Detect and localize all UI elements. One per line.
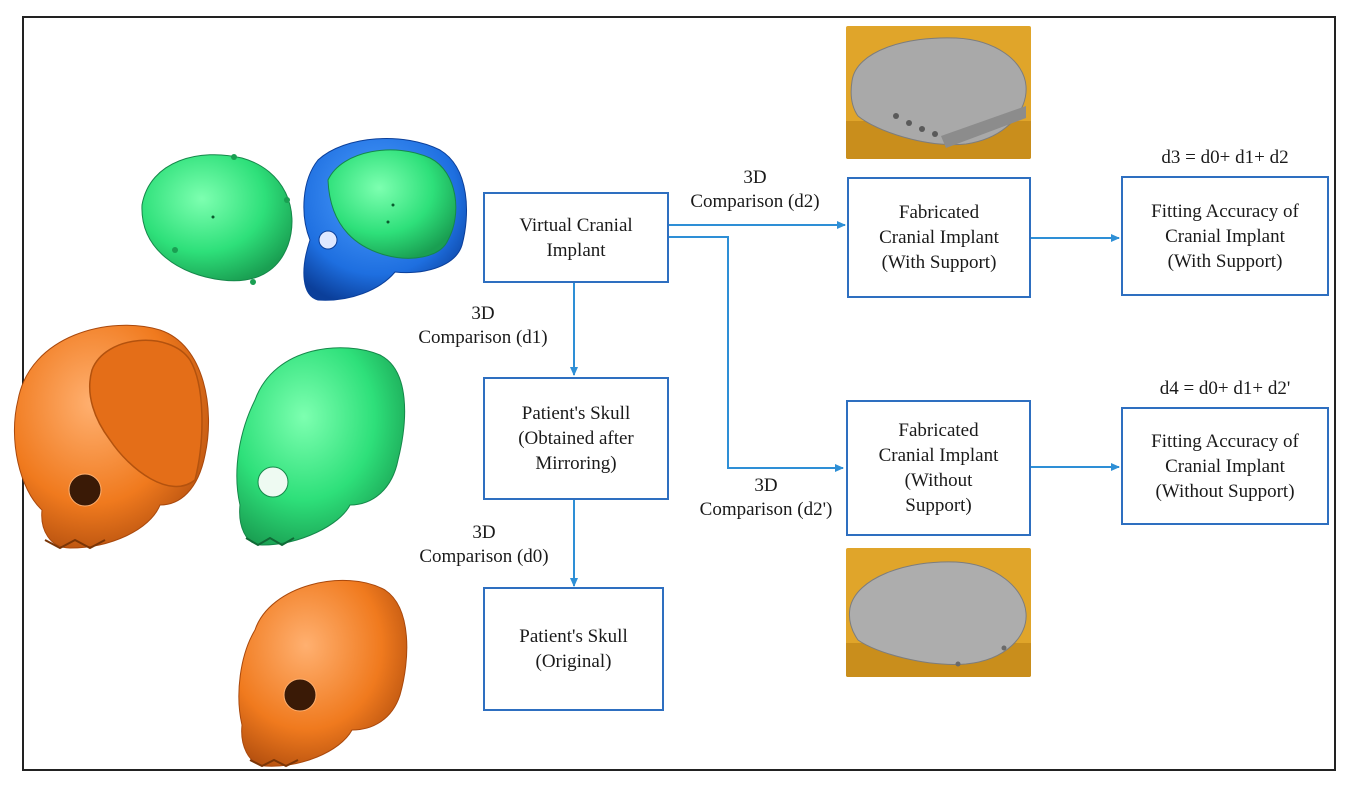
edge-label-d1: 3D Comparison (d1) bbox=[418, 303, 548, 348]
node-label: Fabricated Cranial Implant (With Support… bbox=[879, 202, 999, 273]
node-label: Virtual Cranial Implant bbox=[519, 214, 633, 261]
fabricated-implant-with-support-box: Fabricated Cranial Implant (With Support… bbox=[847, 177, 1031, 298]
implant-photo-without-support bbox=[846, 548, 1031, 677]
fabricated-implant-without-support-box: Fabricated Cranial Implant (Without Supp… bbox=[846, 400, 1031, 536]
node-label: Patient's Skull (Obtained after Mirrorin… bbox=[518, 403, 634, 474]
node-label: Fabricated Cranial Implant (Without Supp… bbox=[878, 420, 999, 516]
implant-photo-with-support bbox=[846, 26, 1031, 159]
node-label: Fitting Accuracy of Cranial Implant (Wit… bbox=[1151, 430, 1299, 502]
edge-label-d0: 3D Comparison (d0) bbox=[419, 522, 549, 567]
node-label: Patient's Skull (Original) bbox=[519, 626, 628, 672]
node-label: Fitting Accuracy of Cranial Implant (Wit… bbox=[1151, 200, 1299, 272]
green-implant-model bbox=[141, 154, 293, 285]
orange-skull-original-model bbox=[238, 579, 408, 768]
fitting-accuracy-without-support-box: Fitting Accuracy of Cranial Implant (Wit… bbox=[1121, 407, 1329, 525]
fitting-accuracy-with-support-box: Fitting Accuracy of Cranial Implant (Wit… bbox=[1121, 176, 1329, 296]
virtual-cranial-implant-box: Virtual Cranial Implant bbox=[483, 192, 669, 283]
patient-skull-original-box: Patient's Skull (Original) bbox=[483, 587, 664, 711]
edge-label-d2-prime: 3D Comparison (d2') bbox=[699, 475, 833, 520]
orange-skull-defect-model bbox=[13, 324, 210, 550]
blue-skull-model bbox=[303, 138, 467, 301]
formula-d3: d3 = d0+ d1+ d2 bbox=[1161, 147, 1289, 168]
green-skull-mirrored-model bbox=[236, 347, 406, 547]
patient-skull-mirrored-box: Patient's Skull (Obtained after Mirrorin… bbox=[483, 377, 669, 500]
edge-label-d2: 3D Comparison (d2) bbox=[690, 167, 820, 212]
formula-d4: d4 = d0+ d1+ d2' bbox=[1159, 378, 1291, 399]
arrow-d2-prime bbox=[661, 233, 844, 472]
